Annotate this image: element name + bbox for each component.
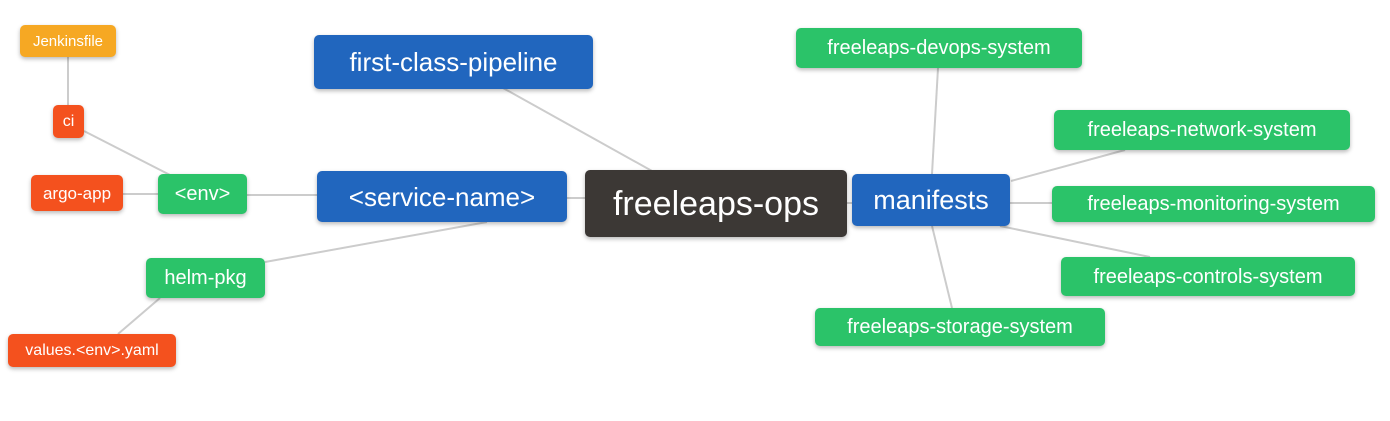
edge-manifests-devops: [931, 67, 939, 175]
node-first-class-pipeline[interactable]: first-class-pipeline: [314, 35, 593, 89]
edge-manifests-network: [1010, 149, 1126, 182]
node-freeleaps-monitoring-system[interactable]: freeleaps-monitoring-system: [1052, 186, 1375, 222]
node-jenkinsfile[interactable]: Jenkinsfile: [20, 25, 116, 57]
node-argo-app[interactable]: argo-app: [31, 175, 123, 211]
node-values-env-yaml[interactable]: values.<env>.yaml: [8, 334, 176, 367]
edge-pipeline-ops: [502, 87, 653, 172]
edge-manifests-storage: [931, 225, 953, 309]
node-ci[interactable]: ci: [53, 105, 84, 138]
node-freeleaps-ops-root[interactable]: freeleaps-ops: [585, 170, 847, 237]
node-freeleaps-network-system[interactable]: freeleaps-network-system: [1054, 110, 1350, 150]
edge-helmpkg-values: [117, 297, 161, 335]
edge-manifests-controls: [999, 225, 1151, 258]
node-freeleaps-controls-system[interactable]: freeleaps-controls-system: [1061, 257, 1355, 296]
node-env[interactable]: <env>: [158, 174, 247, 214]
edge-servicename-helmpkg: [264, 221, 488, 263]
edge-ci-env: [83, 130, 173, 177]
node-freeleaps-devops-system[interactable]: freeleaps-devops-system: [796, 28, 1082, 68]
node-manifests[interactable]: manifests: [852, 174, 1010, 226]
node-freeleaps-storage-system[interactable]: freeleaps-storage-system: [815, 308, 1105, 346]
node-helm-pkg[interactable]: helm-pkg: [146, 258, 265, 298]
node-service-name[interactable]: <service-name>: [317, 171, 567, 222]
